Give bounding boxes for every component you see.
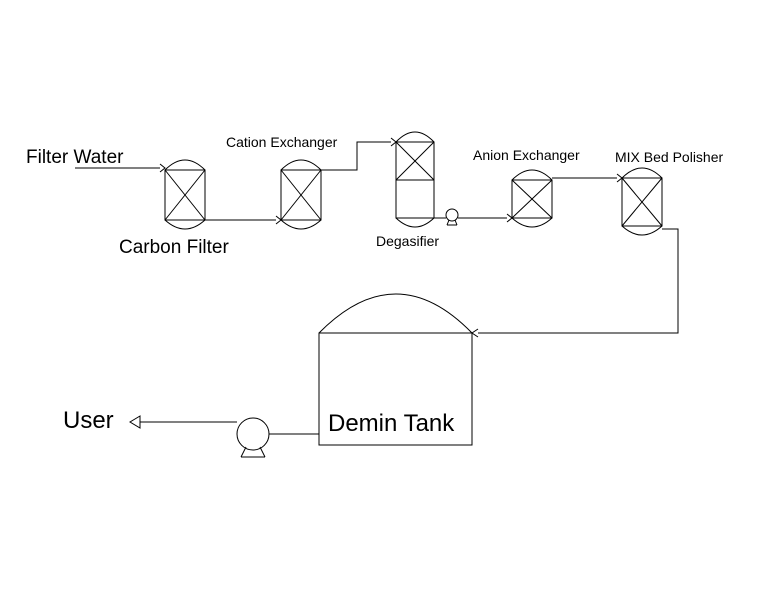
degasifier-label: Degasifier xyxy=(376,233,439,249)
demin-tank-label: Demin Tank xyxy=(328,410,455,437)
arrow-anion-in xyxy=(506,213,513,223)
arrow-user xyxy=(129,415,141,429)
arrow-polisher-in xyxy=(616,173,623,183)
arrow-degasifier-in xyxy=(390,137,397,147)
degasifier-tower xyxy=(395,131,435,228)
cation-exchanger-label: Cation Exchanger xyxy=(226,134,338,150)
arrow-tank-in xyxy=(471,328,479,338)
anion-exchanger-label: Anion Exchanger xyxy=(473,147,580,163)
user-supply-pump-icon xyxy=(236,417,270,458)
cation-exchanger-vessel xyxy=(280,159,322,230)
piping xyxy=(75,141,679,435)
mix-bed-polisher-label: MIX Bed Polisher xyxy=(615,149,723,165)
degasifier-pump-icon xyxy=(445,208,459,226)
arrow-cation-in xyxy=(275,215,282,225)
demin-tank xyxy=(318,293,473,446)
user-label: User xyxy=(63,407,114,434)
mix-bed-polisher-vessel xyxy=(621,167,663,236)
flow-arrows xyxy=(129,137,623,429)
carbon-filter-label: Carbon Filter xyxy=(119,237,229,258)
anion-exchanger-vessel xyxy=(511,169,553,228)
arrow-filter-water xyxy=(159,163,166,173)
filter-water-label: Filter Water xyxy=(26,147,124,168)
carbon-filter-vessel xyxy=(164,159,206,230)
